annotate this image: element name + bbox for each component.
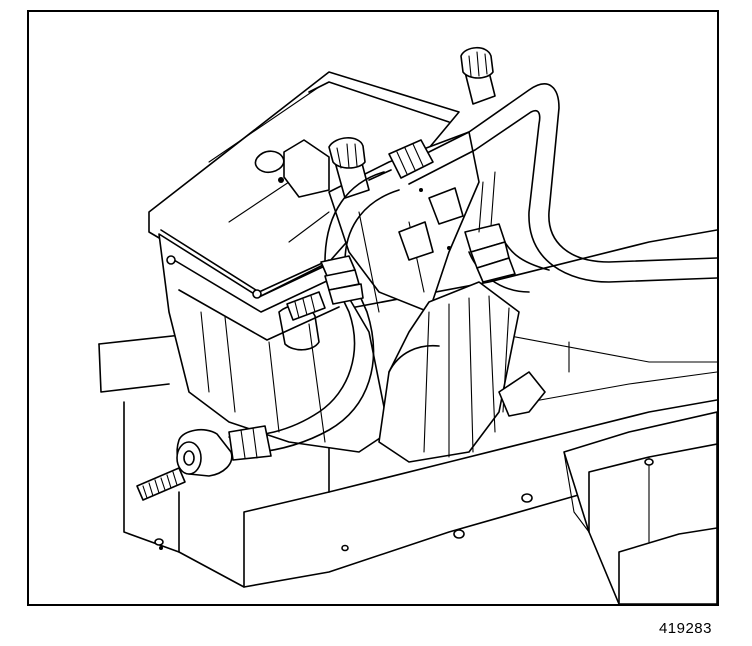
- frame-holes: [154, 458, 654, 552]
- ac-hose-assembly-illustration: [98, 46, 717, 604]
- blower-housing: [378, 281, 546, 463]
- figure-id-label: 419283: [658, 620, 712, 637]
- illustration-frame: [27, 10, 719, 606]
- ac-hose-flexible: [228, 171, 400, 461]
- service-port-left: [328, 137, 370, 199]
- shading-marks: [159, 177, 451, 550]
- ac-hose-right: [464, 171, 550, 293]
- center-coupling: [368, 139, 434, 181]
- service-port-right: [460, 46, 496, 105]
- threaded-fitting: [136, 428, 233, 501]
- ac-line-upper: [398, 83, 717, 283]
- cross-member: [563, 411, 717, 604]
- mounting-bolt: [286, 291, 326, 321]
